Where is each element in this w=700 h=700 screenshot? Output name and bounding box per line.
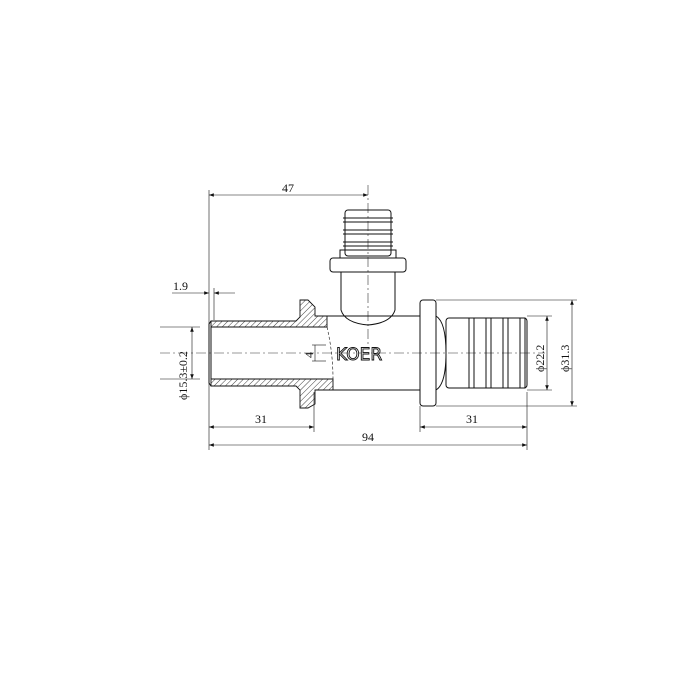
dim-inner-diameter: ϕ15.3±0.2 [176, 351, 190, 400]
branch-connector [329, 209, 407, 326]
dim-branch-offset: 47 [282, 181, 294, 195]
dim-groove: 4 [302, 352, 316, 358]
extension-lines [160, 190, 577, 450]
dim-flange-diameter: ϕ31.3 [558, 345, 572, 372]
brand-logo: KOER [336, 345, 382, 365]
dim-wall-step: 1.9 [173, 279, 188, 293]
dim-right-length: 31 [466, 412, 478, 426]
dim-overall-length: 94 [362, 430, 374, 444]
right-barb-connector [419, 299, 528, 407]
dim-left-length: 31 [255, 412, 267, 426]
dim-barb-diameter: ϕ22.2 [533, 345, 547, 372]
